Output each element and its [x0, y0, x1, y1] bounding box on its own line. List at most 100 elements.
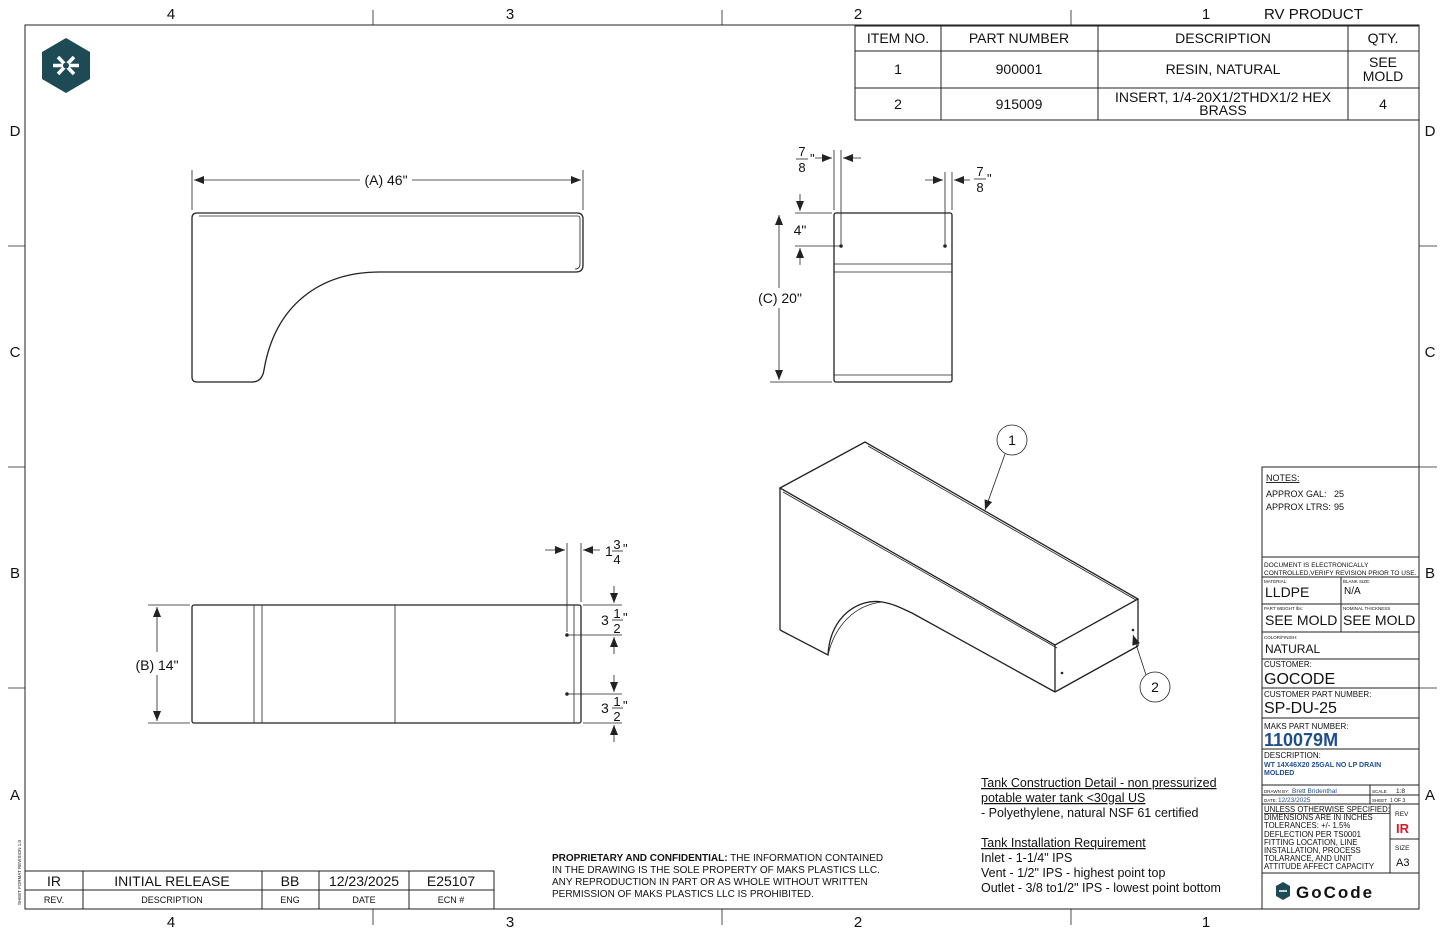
isometric-view: 1 2	[778, 424, 1171, 703]
top-view: (B) 14" 1 3 4 " 3 1 2 " 3 1 2 "	[135, 537, 628, 742]
dimension-four-label: 4"	[794, 222, 807, 238]
zone-labels: 4 3 2 1 4 3 2 1 D C B A D C B A	[10, 6, 1436, 931]
dimension-b-label: (B) 14"	[135, 657, 178, 673]
bom-cell-qty: SEE	[1369, 54, 1397, 70]
bom-header-description: DESCRIPTION	[1175, 30, 1271, 46]
balloon-1: 1	[1008, 432, 1016, 448]
color-finish-label: COLOR/FINISH:	[1264, 635, 1297, 640]
spec-line: DIMENSIONS ARE IN INCHES	[1264, 813, 1373, 822]
proprietary-line: IN THE DRAWING IS THE SOLE PROPERTY OF M…	[552, 865, 880, 876]
installation-outlet: Outlet - 3/8 to1/2" IPS - lowest point b…	[981, 881, 1221, 895]
dimension-seven-eighths-denominator: 8	[798, 160, 805, 175]
sheet-format-note: SHEET FORMAT REVISION 1.0	[17, 839, 22, 905]
dimension-three-half-whole: 3	[601, 700, 609, 716]
revision-header-description: DESCRIPTION	[141, 895, 203, 905]
description-line1: WT 14X46X20 25GAL NO LP DRAIN	[1264, 762, 1381, 769]
dimension-seven-eighths-numerator: 7	[798, 144, 805, 159]
rev-label: REV	[1395, 811, 1409, 818]
notes-ltrs-value: 95	[1334, 502, 1344, 512]
zone-col-label: 3	[506, 914, 514, 931]
proprietary-bold: PROPRIETARY AND CONFIDENTIAL:	[552, 853, 728, 864]
scale-label: SCALE	[1372, 789, 1387, 794]
rev-value: IR	[1396, 821, 1410, 836]
maks-part-number-value: 110079M	[1264, 730, 1338, 750]
dimension-seven-eighths-denominator: 8	[976, 180, 983, 195]
bom-cell-item: 1	[894, 61, 902, 77]
blank-size-label: BLANK SIZE:	[1343, 579, 1370, 584]
zone-col-label: 2	[854, 914, 862, 931]
weight-label: PART WEIGHT lbs:	[1264, 606, 1303, 611]
scale-value: 1:8	[1396, 788, 1405, 795]
control-note-line2: CONTROLLED,VERIFY REVISION PRIOR TO USE.	[1264, 570, 1417, 577]
color-finish-value: NATURAL	[1265, 642, 1320, 656]
bom-cell-part: 900001	[996, 61, 1043, 77]
side-view: 7 8 " 7 8 " 4" (C) 20"	[758, 144, 992, 383]
dimension-c-label: (C) 20"	[758, 290, 802, 306]
balloon-2: 2	[1151, 679, 1159, 695]
drawn-by-value: Brett Bridenthal	[1292, 788, 1337, 795]
dimension-inch-mark: "	[623, 610, 628, 625]
zone-ticks	[8, 10, 1437, 925]
svg-text:PROPRIETARY AND CONFIDENTIAL:: PROPRIETARY AND CONFIDENTIAL: THE INFORM…	[552, 853, 883, 864]
dimension-inch-mark: "	[623, 541, 628, 556]
sheet-value: 1 OF 3	[1390, 798, 1406, 804]
description-label: DESCRIPTION:	[1264, 751, 1321, 760]
date-value: 12/23/2025	[1278, 797, 1311, 804]
customer-part-number-value: SP-DU-25	[1264, 700, 1337, 717]
bom-cell-item: 2	[894, 96, 902, 112]
blank-size-value: N/A	[1344, 586, 1361, 597]
thickness-value: SEE MOLD	[1343, 612, 1415, 628]
spec-line: TOLARANCE, AND UNIT	[1264, 854, 1352, 863]
dimension-three-half-numerator: 1	[613, 606, 620, 621]
notes-gal-value: 25	[1334, 489, 1344, 499]
bom-cell-description: BRASS	[1199, 102, 1246, 118]
front-view: (A) 46"	[191, 170, 584, 383]
zone-col-label: 1	[1202, 914, 1210, 931]
spec-line: INSTALLATION, PROCESS	[1264, 846, 1361, 855]
thickness-label: NOMINAL THICKNESS	[1343, 606, 1390, 611]
dimension-inch-mark: "	[623, 698, 628, 713]
revision-eng: BB	[281, 873, 300, 889]
installation-title: Tank Installation Requirement	[981, 836, 1146, 850]
spec-line: TOLERANCES: +/- 1.5%	[1264, 821, 1350, 830]
installation-vent: Vent - 1/2" IPS - highest point top	[981, 866, 1165, 880]
construction-line: - Polyethylene, natural NSF 61 certified	[981, 806, 1199, 820]
dimension-one-three-quarters-denominator: 4	[613, 552, 620, 567]
zone-row-label: C	[10, 344, 21, 361]
proprietary-line: ANY REPRODUCTION IN PART OR AS WHOLE WIT…	[552, 877, 868, 888]
bom-cell-description: RESIN, NATURAL	[1166, 61, 1281, 77]
title-block: DOCUMENT IS ELECTRONICALLY CONTROLLED,VE…	[1262, 556, 1419, 902]
customer-part-number-label: CUSTOMER PART NUMBER:	[1264, 690, 1371, 699]
dimension-one-three-quarters-whole: 1	[605, 543, 613, 559]
dimension-inch-mark: "	[810, 151, 815, 166]
dimension-inch-mark: "	[987, 171, 992, 186]
bom-header-qty: QTY.	[1368, 30, 1399, 46]
zone-row-label: D	[1425, 123, 1436, 140]
bom-cell-qty: 4	[1379, 96, 1387, 112]
company-logo-icon	[42, 38, 90, 93]
zone-row-label: B	[1425, 565, 1435, 582]
revision-header-rev: REV.	[44, 895, 64, 905]
description-line2: MOLDED	[1264, 770, 1294, 777]
dimension-a-label: (A) 46"	[364, 172, 407, 188]
revision-rev: IR	[47, 873, 61, 889]
dimension-three-half-denominator: 2	[613, 709, 620, 724]
customer-label: CUSTOMER:	[1264, 660, 1312, 669]
weight-value: SEE MOLD	[1265, 612, 1337, 628]
bom-cell-part: 915009	[996, 96, 1043, 112]
control-note-line1: DOCUMENT IS ELECTRONICALLY	[1264, 562, 1369, 569]
material-value: LLDPE	[1265, 584, 1309, 600]
zone-row-label: A	[10, 787, 20, 804]
spec-line: DEFLECTION PER TS0001	[1264, 830, 1361, 839]
gocode-logo-icon	[1276, 882, 1290, 900]
installation-inlet: Inlet - 1-1/4" IPS	[981, 851, 1072, 865]
spec-line: FITTING LOCATION, LINE	[1264, 838, 1357, 847]
zone-col-label: 2	[854, 6, 862, 23]
dimension-three-half-numerator: 1	[613, 694, 620, 709]
zone-col-label: 4	[167, 6, 175, 23]
notes-ltrs-label: APPROX LTRS:	[1266, 502, 1331, 512]
revision-description: INITIAL RELEASE	[114, 873, 229, 889]
notes-gal-label: APPROX GAL:	[1266, 489, 1327, 499]
revision-ecn: E25107	[427, 873, 475, 889]
